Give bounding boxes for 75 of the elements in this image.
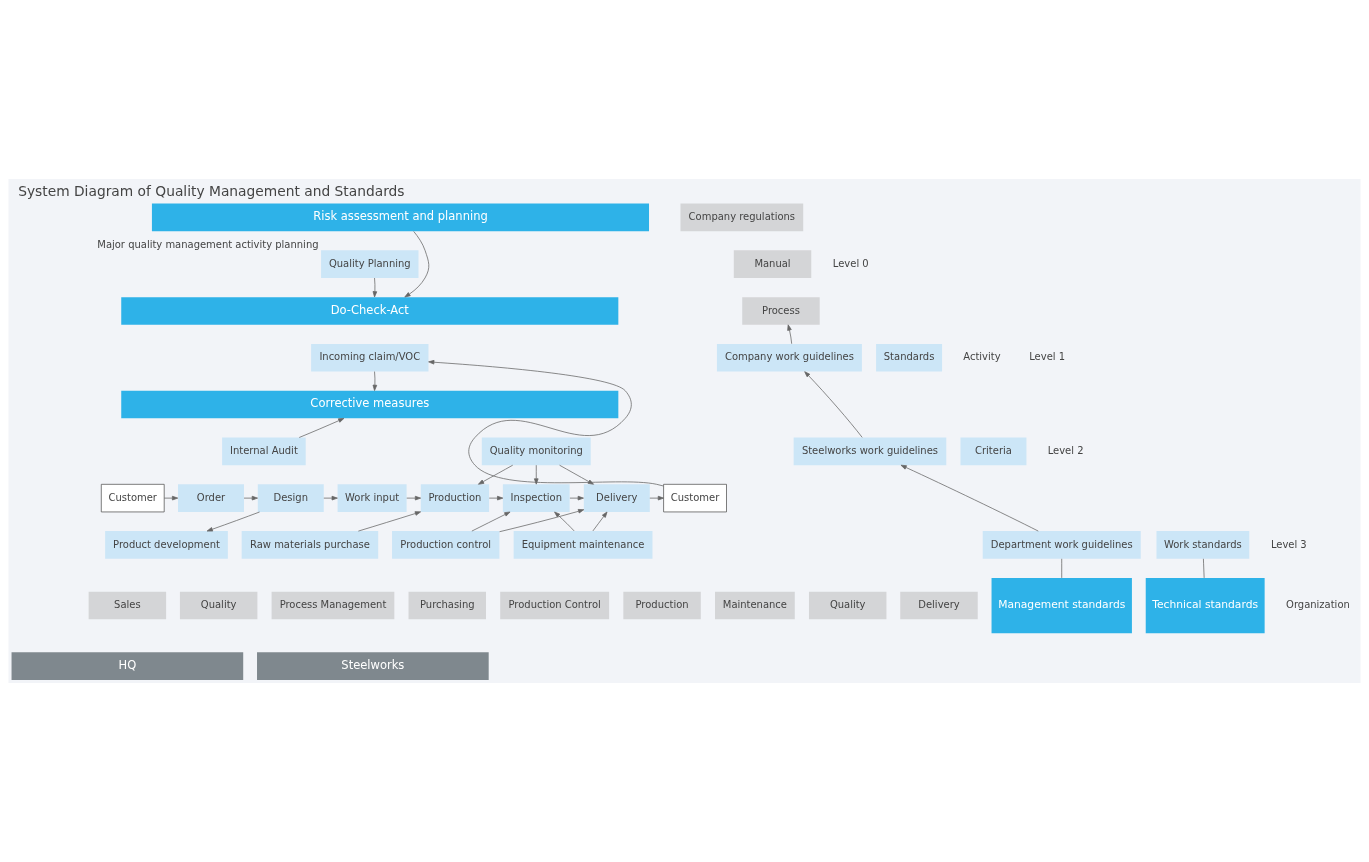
node-box: Inspection [502,484,570,512]
label: Organization [1286,599,1350,611]
node-box: Quality monitoring [481,437,591,466]
node-box: Production [623,591,701,620]
arrow [428,359,664,487]
arrow [499,509,585,533]
node-box: Steelworks [257,652,489,680]
arrow [900,464,1039,532]
node-box: Delivery [583,484,650,512]
label: Activity [963,351,1001,363]
arrow [554,511,575,532]
node-box: Corrective measures [121,390,619,419]
node-box: Equipment maintenance [513,531,653,559]
arrow [406,495,422,501]
label: Level 3 [1270,538,1307,550]
node-box: Company regulations [680,203,804,232]
label: Level 1 [1029,351,1066,363]
node-box: Customer [663,483,727,513]
arrow [804,371,863,438]
arrow [372,277,378,298]
node-box: Order [178,484,244,512]
connector [1061,558,1063,579]
node-box: Design [257,484,324,512]
arrow [357,511,421,532]
node-box: Risk assessment and planning [151,203,649,232]
node-box: Department work guidelines [982,531,1141,559]
arrow [569,495,584,501]
arrow [243,495,258,501]
arrow [163,495,179,501]
node-box: Work standards [1156,531,1250,559]
arrow [649,495,664,501]
node-box: Steelworks work guidelines [793,437,947,466]
arrow [787,324,793,345]
diagram-title: System Diagram of Quality Management and Standards [18,183,405,200]
arrow [488,495,504,501]
node-box: Process Management [271,591,395,620]
node-box: HQ [11,652,244,680]
node-box: Work input [337,484,407,512]
node-box: Do-Check-Act [121,297,619,325]
connector [1203,558,1205,579]
arrow [471,511,511,532]
arrow [592,511,608,532]
node-box: Customer [100,483,165,513]
node-box: Internal Audit [222,437,306,466]
node-box: Product development [105,531,228,559]
node-box: Sales [88,591,167,620]
arrow [478,464,514,485]
node-box: Raw materials purchase [241,531,379,559]
node-box: Standards [876,343,943,372]
arrow [206,511,260,532]
node-label: Major quality management activity planning [97,238,319,250]
node-box: Purchasing [408,591,486,620]
node-box: Company work guidelines [716,343,862,372]
arrow [559,464,594,485]
node-box: Production control [392,531,500,559]
node-box: Quality Planning [321,250,419,278]
node-box: Production [420,484,490,512]
node-box: Process [742,297,820,325]
node-box: Manual [733,250,812,278]
node-box: Technical standards [1145,577,1265,634]
label: Level 2 [1047,444,1084,456]
arrow [298,418,345,438]
node-box: Quality [179,591,258,620]
arrow [534,464,539,485]
arrow [323,495,338,501]
node-box: Incoming claim/VOC [311,343,429,372]
node-box: Production Control [500,591,610,620]
arrow [372,371,378,391]
node-box: Quality [808,591,887,620]
node-box: Management standards [991,577,1132,634]
node-box: Criteria [960,437,1027,466]
node-box: Maintenance [715,591,795,620]
label: Level 0 [832,257,869,269]
node-box: Delivery [900,591,978,620]
arrow [404,231,430,298]
